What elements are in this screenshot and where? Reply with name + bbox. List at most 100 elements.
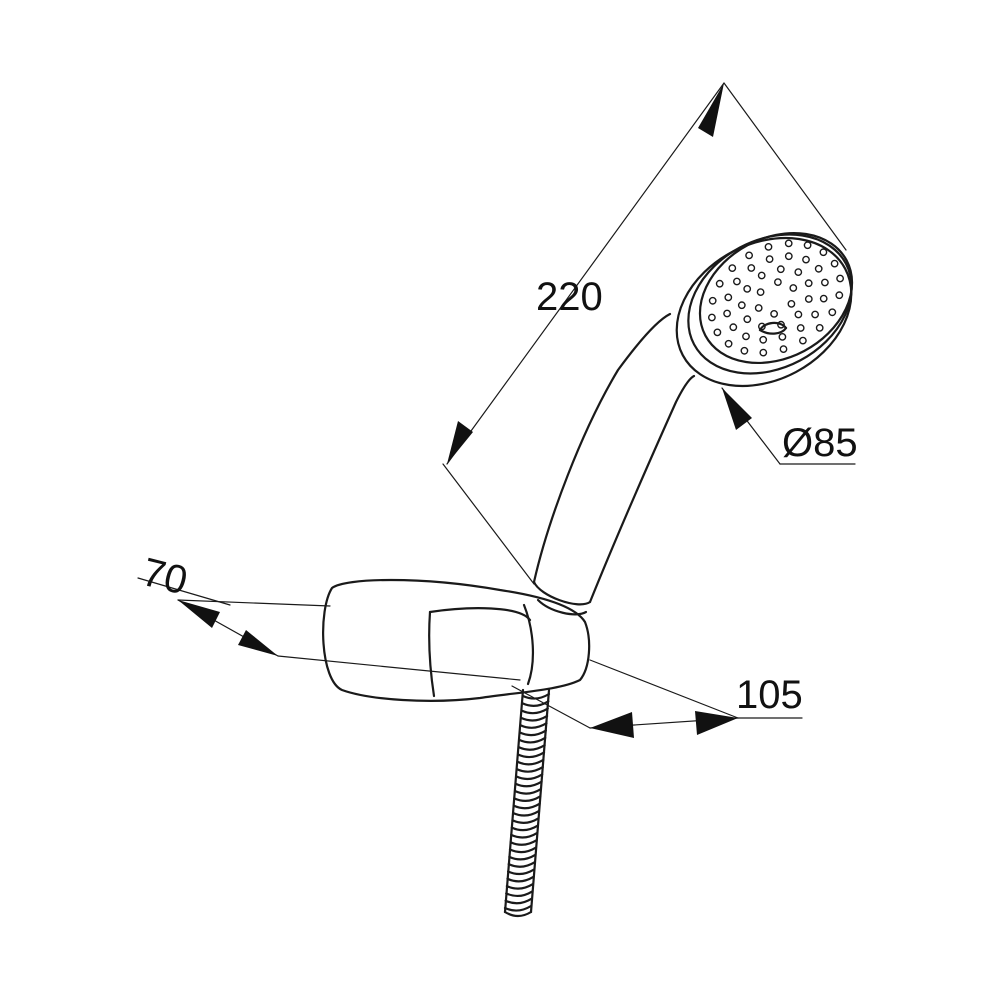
hose-coil <box>512 802 541 810</box>
hose-coil <box>513 787 543 795</box>
nozzle <box>828 308 837 317</box>
hose-coils <box>503 692 551 912</box>
nozzle <box>733 277 741 286</box>
nozzle <box>804 295 813 303</box>
nozzle <box>815 323 824 332</box>
nozzle <box>759 335 768 344</box>
hose-coil <box>510 831 539 839</box>
diameter-label: Ø85 <box>782 421 858 465</box>
hose-coil <box>513 795 542 802</box>
nozzle <box>747 264 756 272</box>
arrow-head <box>695 711 738 735</box>
hose-coil <box>504 897 533 905</box>
hose-coil <box>509 839 538 846</box>
hose-coil <box>520 707 549 715</box>
hose-coil <box>518 729 547 737</box>
nozzle <box>835 291 844 300</box>
nozzle <box>724 339 733 348</box>
nozzle <box>713 328 722 337</box>
hose-coil <box>516 758 545 766</box>
nozzle <box>819 248 828 257</box>
nozzle <box>784 252 793 261</box>
nozzle <box>787 299 796 308</box>
nozzle <box>743 284 752 293</box>
spray-nozzles <box>708 239 844 357</box>
arrow-head <box>590 712 634 738</box>
nozzle <box>729 323 738 332</box>
nozzle <box>794 310 803 319</box>
nozzle <box>756 288 765 296</box>
hose-coil <box>514 780 543 788</box>
nozzle <box>737 301 746 310</box>
nozzle <box>742 332 750 341</box>
arrow-head <box>447 421 473 464</box>
nozzle <box>745 251 753 260</box>
nozzle <box>759 348 768 357</box>
nozzle <box>765 255 774 264</box>
nozzle <box>789 284 798 292</box>
hose-coil <box>506 875 535 883</box>
nozzle <box>802 255 810 264</box>
length-label: 220 <box>536 275 603 319</box>
nozzle <box>830 259 839 268</box>
arrow-head <box>178 600 220 628</box>
hose-coil <box>505 890 534 898</box>
nozzle <box>776 265 785 274</box>
dimension-holder-projection: 105 <box>511 659 803 738</box>
projection-label: 105 <box>736 673 803 717</box>
nozzle <box>715 279 724 288</box>
nozzle <box>758 322 766 331</box>
hose-coil <box>511 809 541 817</box>
nozzle <box>743 315 752 324</box>
wall-holder <box>322 578 591 702</box>
nozzle <box>779 345 788 353</box>
nozzle <box>708 313 716 322</box>
nozzle <box>764 242 773 251</box>
nozzle <box>778 332 787 341</box>
hose-coil <box>515 773 544 781</box>
hose-coil <box>508 853 537 861</box>
nozzle <box>757 271 766 280</box>
dimension-length: 220 <box>442 82 847 585</box>
nozzle <box>799 336 807 345</box>
hose-coil <box>519 722 548 729</box>
nozzle <box>811 310 819 319</box>
dimension-head-diameter: Ø85 <box>721 387 858 465</box>
hose-coil <box>521 700 550 707</box>
nozzle <box>803 241 812 250</box>
nozzle <box>836 274 844 283</box>
nozzle <box>728 264 737 272</box>
nozzle <box>819 294 828 303</box>
hose-coil <box>520 714 549 722</box>
dimension-holder-depth: 70 <box>137 550 521 681</box>
hose-coil <box>516 751 546 759</box>
nozzle <box>770 309 778 318</box>
hose-coil <box>518 736 547 744</box>
nozzle <box>724 293 733 302</box>
hose-coil <box>505 882 534 890</box>
hose-coil <box>507 861 536 868</box>
arrow-head <box>722 388 752 430</box>
nozzle <box>740 346 749 355</box>
hose-coil <box>511 817 540 824</box>
nozzle <box>796 324 805 332</box>
nozzle <box>708 296 717 305</box>
nozzle <box>754 304 763 312</box>
hose-coil <box>515 766 544 773</box>
nozzle <box>723 309 731 318</box>
arrow-head <box>698 83 724 137</box>
nozzle <box>821 278 829 287</box>
nozzle <box>804 279 813 288</box>
shower-head <box>675 231 854 388</box>
hose <box>503 688 551 918</box>
hand-shower <box>532 312 696 616</box>
nozzle <box>814 264 823 273</box>
hose-coil <box>508 846 538 854</box>
hose-coil <box>507 868 536 876</box>
nozzle <box>794 268 803 276</box>
hose-coil <box>517 744 546 751</box>
nozzle <box>784 239 793 248</box>
arrow-head <box>238 630 278 656</box>
hose-coil <box>503 904 533 912</box>
